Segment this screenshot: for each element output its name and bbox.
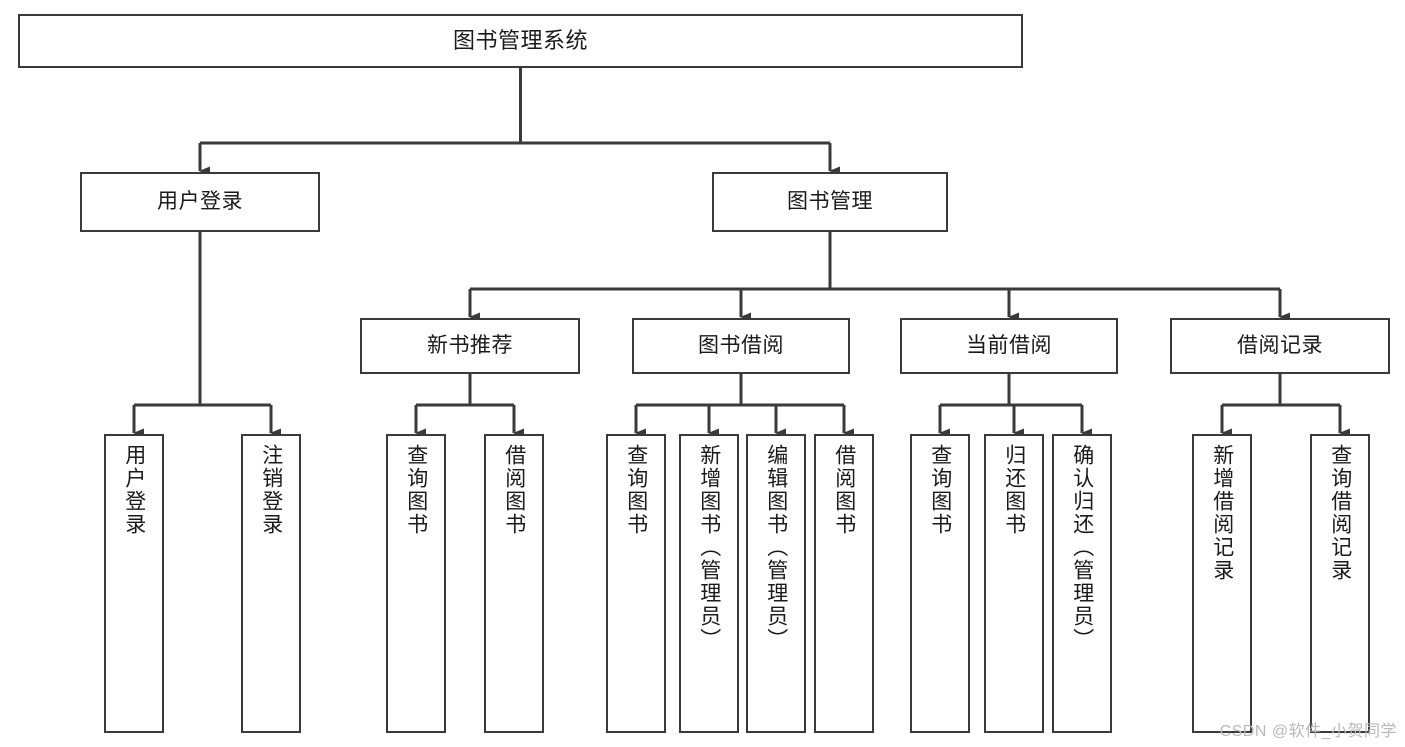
node-root-system[interactable]: 图书管理系统 <box>18 14 1023 68</box>
node-new-book-recommend[interactable]: 新书推荐 <box>360 318 580 374</box>
node-current-borrow[interactable]: 当前借阅 <box>900 318 1118 374</box>
leaf-logout[interactable]: 注销登录 <box>241 434 301 733</box>
node-label: 借阅记录 <box>1237 333 1323 357</box>
node-label: 图书管理系统 <box>452 27 588 53</box>
node-label: 归还图书 <box>1002 444 1026 536</box>
node-label: 用户登录 <box>122 444 146 536</box>
leaf-borrow-borrow-book[interactable]: 借阅图书 <box>814 434 874 733</box>
node-user-login[interactable]: 用户登录 <box>80 172 320 232</box>
node-label: 查询借阅记录 <box>1328 444 1352 582</box>
leaf-record-add[interactable]: 新增借阅记录 <box>1192 434 1252 733</box>
leaf-current-return-book[interactable]: 归还图书 <box>984 434 1044 733</box>
leaf-recommend-borrow-book[interactable]: 借阅图书 <box>484 434 544 733</box>
node-book-manage[interactable]: 图书管理 <box>712 172 948 232</box>
leaf-user-login[interactable]: 用户登录 <box>104 434 164 733</box>
node-label: 查询图书 <box>404 444 428 536</box>
node-label: 当前借阅 <box>966 333 1052 357</box>
node-label: 新书推荐 <box>427 333 513 357</box>
node-label: 图书借阅 <box>698 333 784 357</box>
node-book-borrow[interactable]: 图书借阅 <box>632 318 850 374</box>
node-label: 借阅图书 <box>832 444 856 536</box>
node-label: 查询图书 <box>624 444 648 536</box>
node-borrow-record[interactable]: 借阅记录 <box>1170 318 1390 374</box>
node-label: 注销登录 <box>259 444 283 536</box>
node-label: 新增借阅记录 <box>1210 444 1234 582</box>
csdn-watermark: CSDN @软件_小贺同学 <box>1219 723 1397 740</box>
node-label: 借阅图书 <box>502 444 526 536</box>
leaf-recommend-query-book[interactable]: 查询图书 <box>386 434 446 733</box>
node-label: 用户登录 <box>157 189 243 213</box>
leaf-record-query[interactable]: 查询借阅记录 <box>1310 434 1370 733</box>
leaf-borrow-query-book[interactable]: 查询图书 <box>606 434 666 733</box>
node-label: 确认归还（管理员） <box>1070 444 1094 651</box>
leaf-borrow-add-book-admin[interactable]: 新增图书（管理员） <box>679 434 739 733</box>
leaf-borrow-edit-book-admin[interactable]: 编辑图书（管理员） <box>746 434 806 733</box>
node-label: 新增图书（管理员） <box>697 444 721 651</box>
node-label: 查询图书 <box>928 444 952 536</box>
node-label: 编辑图书（管理员） <box>764 444 788 651</box>
leaf-current-query-book[interactable]: 查询图书 <box>910 434 970 733</box>
leaf-current-confirm-return-admin[interactable]: 确认归还（管理员） <box>1052 434 1112 733</box>
node-label: 图书管理 <box>787 189 873 213</box>
